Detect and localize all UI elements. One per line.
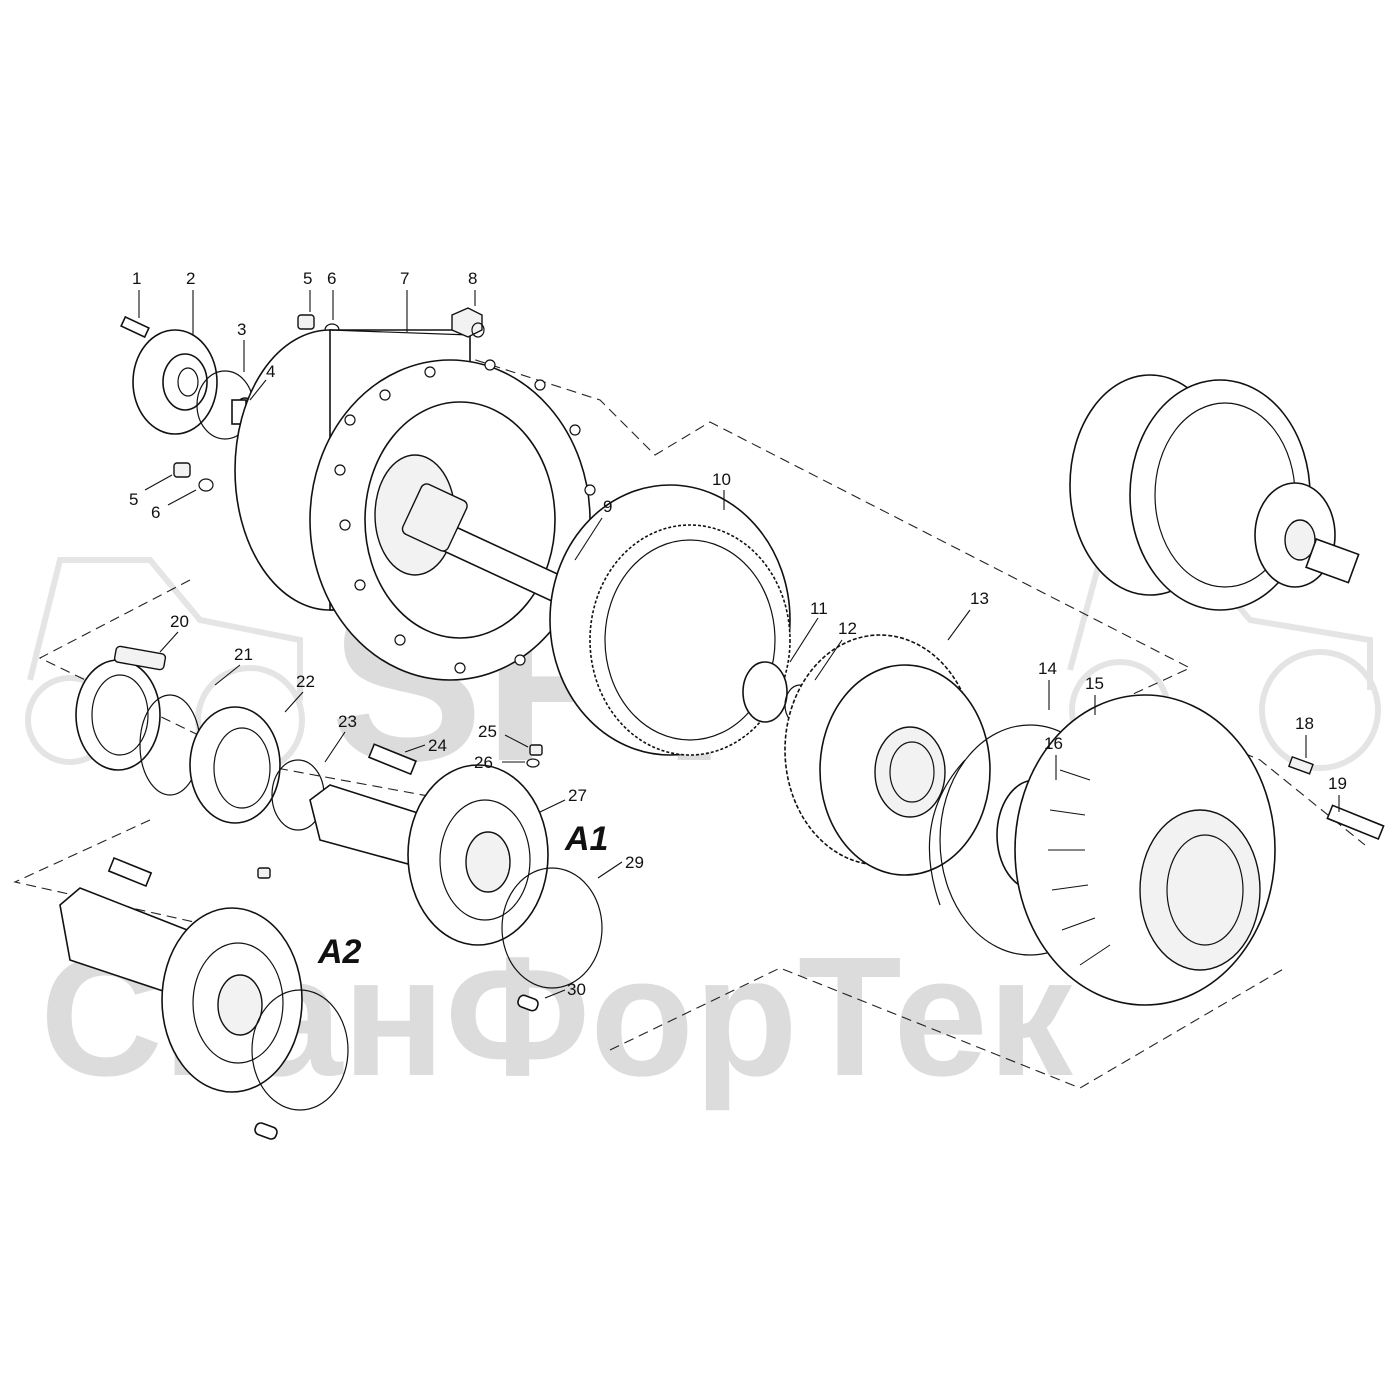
- callout-26: 26: [474, 753, 493, 772]
- callout-24: 24: [428, 736, 447, 755]
- callout-6b: 6: [151, 503, 160, 522]
- part-seal-22: [189, 706, 281, 824]
- part-carrier-gear-13: [784, 634, 991, 876]
- callout-9: 9: [603, 497, 612, 516]
- callout-12: 12: [838, 619, 857, 638]
- part-bolt-1: [120, 315, 150, 339]
- callout-labels: 1 2 3 4 5 6 7 8 5 6 9 10 11 12 13 14 15 …: [129, 269, 1347, 999]
- variant-label-a1: A1: [564, 820, 608, 858]
- callout-5a: 5: [303, 269, 312, 288]
- part-ring-26: [526, 758, 540, 768]
- callout-10: 10: [712, 470, 731, 489]
- callout-23: 23: [338, 712, 357, 731]
- part-wheel-hub: [1014, 694, 1276, 1006]
- part-snapring-14: [928, 759, 966, 906]
- callout-25: 25: [478, 722, 497, 741]
- part-plug-5b: [173, 462, 191, 478]
- part-seal-20: [75, 645, 167, 771]
- callout-13: 13: [970, 589, 989, 608]
- callout-21: 21: [234, 645, 253, 664]
- callout-1: 1: [132, 269, 141, 288]
- callout-11: 11: [810, 599, 828, 618]
- part-spindle-27-a1: [309, 764, 549, 946]
- part-cover-2: [132, 329, 218, 435]
- part-bolt-18: [1287, 755, 1314, 775]
- callout-30: 30: [567, 980, 586, 999]
- part-bolt-24: [367, 743, 417, 776]
- variant-label-a2: A2: [317, 933, 362, 971]
- callout-22: 22: [296, 672, 315, 691]
- callout-5b: 5: [129, 490, 138, 509]
- part-bushing-11: [742, 661, 788, 723]
- callout-4: 4: [266, 362, 275, 381]
- callout-6a: 6: [327, 269, 336, 288]
- callout-16: 16: [1044, 734, 1063, 753]
- callout-14: 14: [1038, 659, 1057, 678]
- callout-leaders: [138, 290, 1340, 999]
- callout-19: 19: [1328, 774, 1347, 793]
- callout-3: 3: [237, 320, 246, 339]
- part-oring-29: [501, 867, 603, 989]
- part-pin-30: [517, 994, 539, 1012]
- callout-15: 15: [1085, 674, 1104, 693]
- callout-20: 20: [170, 612, 189, 631]
- assembled-hub-view: [1069, 374, 1360, 611]
- callout-7: 7: [400, 269, 409, 288]
- callout-18: 18: [1295, 714, 1314, 733]
- part-plug-25: [529, 744, 543, 756]
- part-plug-5a: [297, 314, 315, 330]
- callout-29: 29: [625, 853, 644, 872]
- part-spindle-a2: [59, 856, 349, 1140]
- part-ring-6b: [198, 478, 214, 492]
- part-nut-8: [451, 307, 485, 338]
- part-ring-gear-10: [549, 484, 791, 756]
- callout-2: 2: [186, 269, 195, 288]
- part-stud-19: [1326, 804, 1385, 841]
- callout-27: 27: [568, 786, 587, 805]
- callout-8: 8: [468, 269, 477, 288]
